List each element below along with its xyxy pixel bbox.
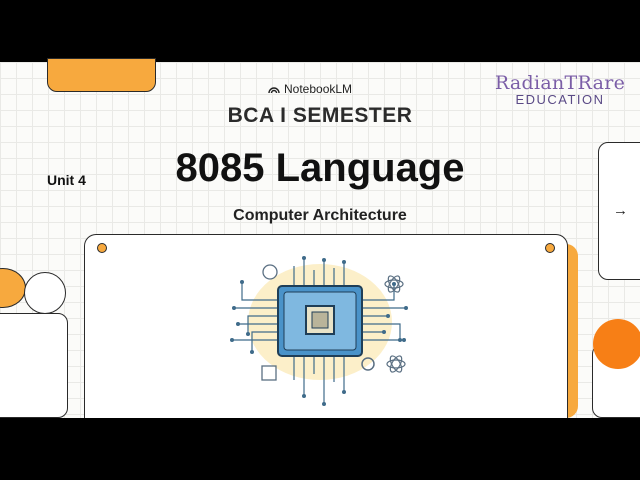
trace-ends xyxy=(230,256,408,406)
notebooklm-icon xyxy=(268,87,280,94)
logo-line1: RadianTRare xyxy=(494,72,626,94)
arrow-right-icon[interactable]: → xyxy=(613,202,628,219)
page-title: 8085 Language xyxy=(175,146,465,190)
card-dot-right xyxy=(545,243,555,253)
decor-circle-left xyxy=(24,272,66,314)
component-icon xyxy=(261,365,277,381)
notebooklm-label: NotebookLM xyxy=(284,82,353,96)
decor-orange-tab xyxy=(47,58,156,92)
semester-heading: BCA I SEMESTER xyxy=(227,104,413,127)
circuit-traces xyxy=(232,258,406,404)
atom-icon xyxy=(384,275,404,293)
logo-line2: EDUCATION xyxy=(515,92,605,107)
next-slide-card[interactable] xyxy=(598,142,640,280)
microchip-illustration xyxy=(230,256,408,406)
atom-icon-lower xyxy=(386,355,406,373)
gear-icon xyxy=(361,357,375,371)
antenna-icon xyxy=(262,264,278,280)
subtitle: Computer Architecture xyxy=(233,207,407,224)
unit-label: Unit 4 xyxy=(47,172,86,188)
radiantrare-logo: RadianTRare EDUCATION xyxy=(490,72,630,107)
decor-card-left xyxy=(0,313,68,418)
decor-orange-circle-right xyxy=(593,319,640,369)
notebooklm-brand: NotebookLM xyxy=(268,82,352,96)
card-dot-left xyxy=(97,243,107,253)
